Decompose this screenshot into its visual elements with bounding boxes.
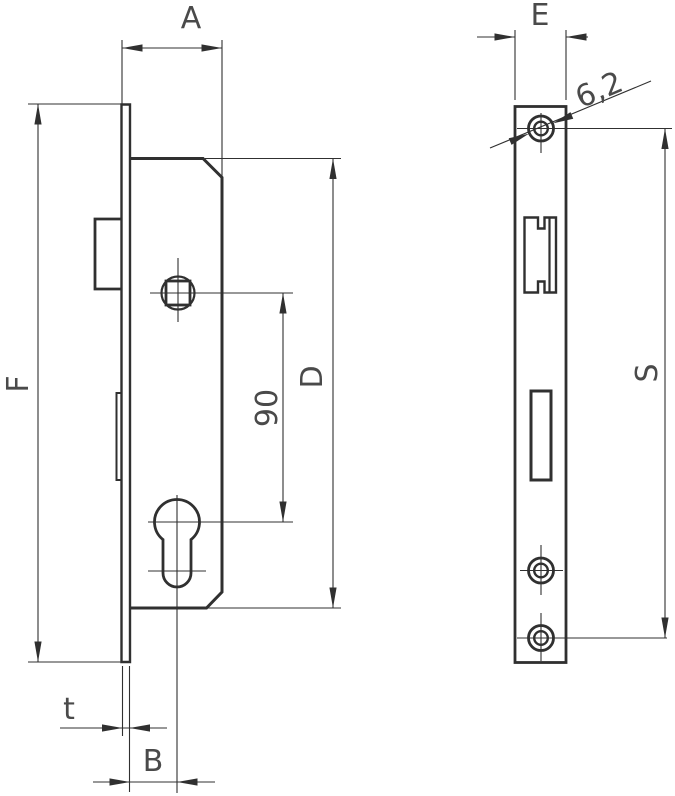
lock-case-outline xyxy=(129,157,224,610)
arrowhead xyxy=(34,641,42,662)
arrowhead xyxy=(177,778,198,786)
faceplate-side-outline xyxy=(120,103,132,664)
arrowhead xyxy=(551,112,574,127)
slot-front-cutout xyxy=(529,389,553,482)
dim-label-f: F xyxy=(1,375,36,392)
dimension-b: B xyxy=(93,744,215,786)
arrowhead xyxy=(661,128,669,149)
arrowhead xyxy=(329,158,337,179)
dim-label-t: t xyxy=(63,692,75,727)
dim-label-a: A xyxy=(181,1,202,36)
dim-label-d: D xyxy=(295,365,330,388)
dim-label-62: 6,2 xyxy=(570,65,628,116)
dimension-d: D xyxy=(205,157,341,609)
latch-front-cutout xyxy=(523,216,558,294)
dimension-s: S xyxy=(630,128,669,638)
arrowhead xyxy=(329,587,337,608)
arrowhead xyxy=(279,501,287,522)
arrowhead xyxy=(129,724,150,732)
arrowhead xyxy=(109,778,130,786)
latch-bolt-side xyxy=(93,217,122,291)
arrowhead xyxy=(279,293,287,314)
arrowhead xyxy=(34,104,42,125)
faceplate-front-outline xyxy=(513,105,568,664)
dim-label-b: B xyxy=(143,744,164,779)
front-view: E 6,2 S xyxy=(477,0,672,664)
cylinder-cutout xyxy=(153,498,201,589)
auxiliary-slot-side xyxy=(115,392,122,481)
dim-label-90: 90 xyxy=(250,389,285,427)
screw-hole-bottom xyxy=(517,613,667,661)
arrowhead xyxy=(661,617,669,638)
dimension-90: 90 xyxy=(250,293,287,522)
dimension-t: t xyxy=(60,666,167,792)
side-view: A F D 90 xyxy=(1,1,341,793)
arrowhead xyxy=(201,44,222,52)
dimension-e: E xyxy=(477,0,588,100)
arrowhead xyxy=(122,44,143,52)
screw-hole-middle xyxy=(520,545,563,595)
dimension-a: A xyxy=(121,1,223,177)
dim-label-s: S xyxy=(630,363,665,382)
dimension-f: F xyxy=(1,103,122,663)
dim-label-e: E xyxy=(531,0,550,33)
arrowhead xyxy=(494,33,515,41)
arrowhead xyxy=(566,33,587,41)
arrowhead xyxy=(102,724,123,732)
screw-hole-top xyxy=(517,113,672,153)
